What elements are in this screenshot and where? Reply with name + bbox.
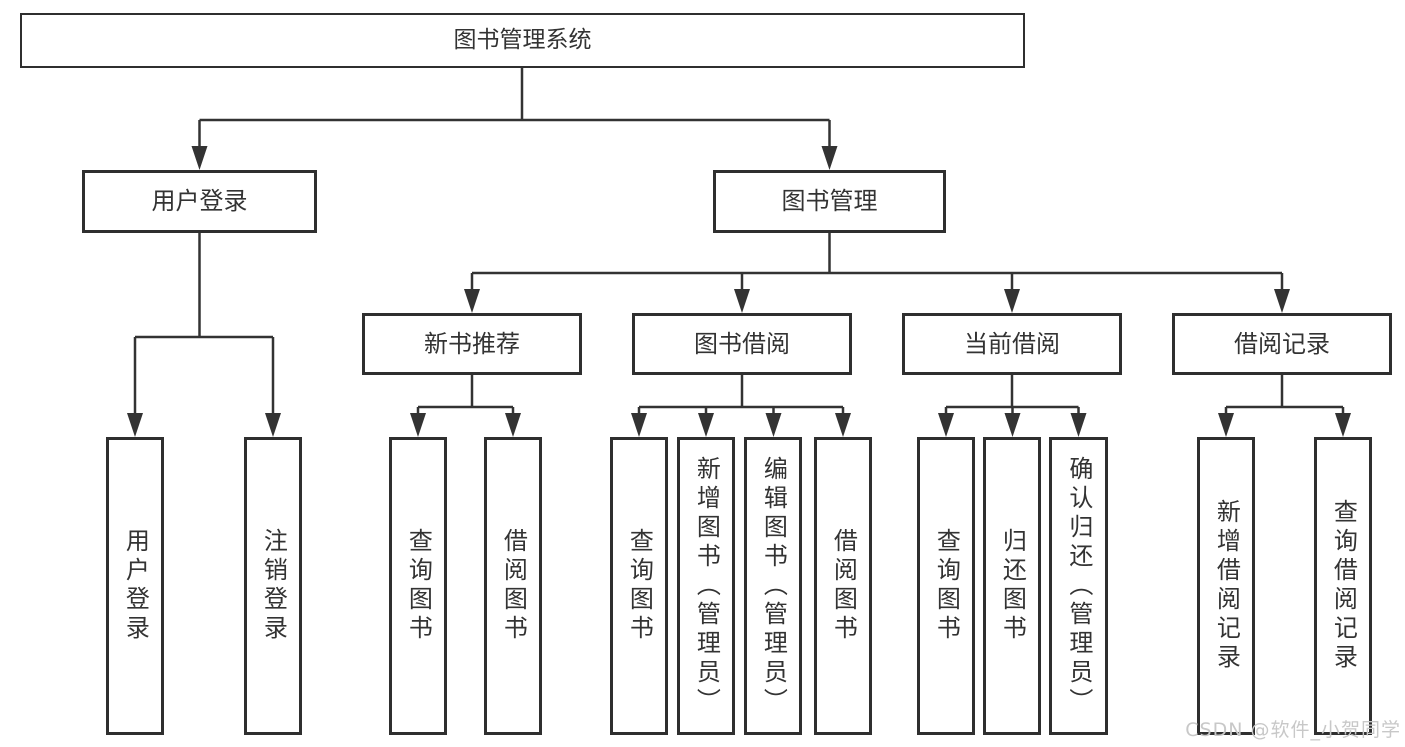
- leaf-add-borrow-record: 新增借阅记录: [1197, 437, 1255, 735]
- leaf-add-book-admin: 新增图书（管理员）: [677, 437, 735, 735]
- leaf-confirm-return-admin: 确认归还（管理员）: [1049, 437, 1108, 735]
- node-current-borrowing: 当前借阅: [902, 313, 1122, 375]
- leaf-logout: 注销登录: [244, 437, 302, 735]
- leaf-query-books-borrowing: 查询图书: [610, 437, 668, 735]
- leaf-query-borrow-record: 查询借阅记录: [1314, 437, 1372, 735]
- node-new-book-recommendation: 新书推荐: [362, 313, 582, 375]
- node-user-login: 用户登录: [82, 170, 317, 233]
- node-book-management: 图书管理: [713, 170, 946, 233]
- node-library-management-system: 图书管理系统: [20, 13, 1025, 68]
- node-borrowing-records: 借阅记录: [1172, 313, 1392, 375]
- node-book-borrowing: 图书借阅: [632, 313, 852, 375]
- leaf-query-books-current: 查询图书: [917, 437, 975, 735]
- leaf-user-login: 用户登录: [106, 437, 164, 735]
- leaf-query-books-recommend: 查询图书: [389, 437, 447, 735]
- leaf-return-book: 归还图书: [983, 437, 1041, 735]
- watermark: CSDN @软件_小贺同学: [1185, 719, 1401, 741]
- arrowheads: [127, 146, 1351, 437]
- leaf-borrow-books-borrowing: 借阅图书: [814, 437, 872, 735]
- leaf-borrow-books-recommend: 借阅图书: [484, 437, 542, 735]
- leaf-edit-book-admin: 编辑图书（管理员）: [744, 437, 802, 735]
